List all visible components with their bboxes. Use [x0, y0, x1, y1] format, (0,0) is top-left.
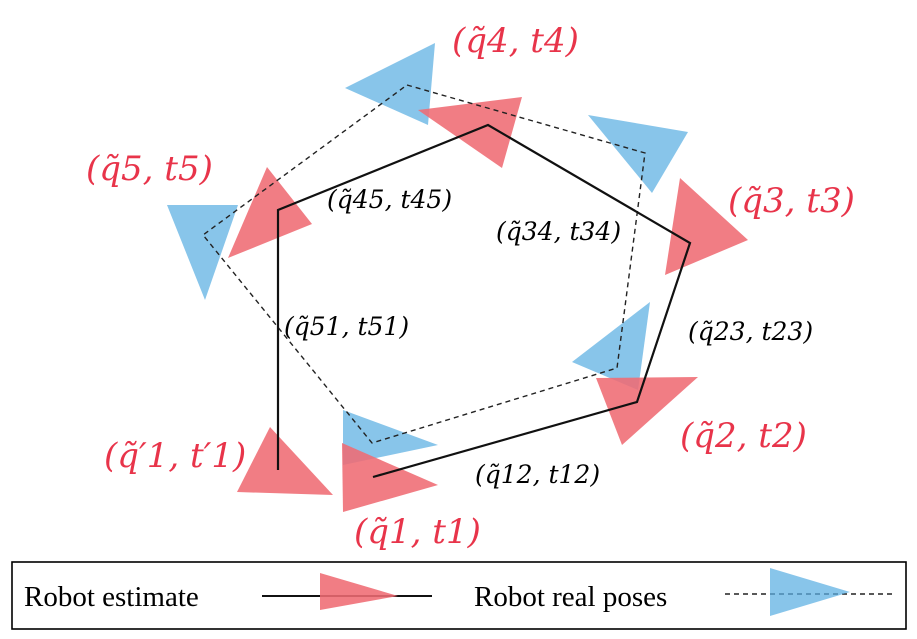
edge-label-51: (q̃51, t51) [284, 312, 409, 341]
estimated-pose-1-prime-icon [237, 427, 333, 495]
estimated-pose-1-icon [342, 443, 438, 512]
pose-label-5: (q̃5, t5) [86, 149, 213, 189]
legend-estimate-label: Robot estimate [24, 581, 199, 613]
real-pose-5-icon [167, 205, 238, 300]
estimated-pose-5-icon [228, 167, 312, 258]
edge-label-45: (q̃45, t45) [327, 185, 452, 214]
real-pose-4-icon [345, 43, 435, 125]
real-trajectory [201, 84, 646, 444]
red-triangle-icon [320, 573, 398, 610]
pose-label-4: (q̃4, t4) [452, 21, 579, 61]
edge-label-12: (q̃12, t12) [475, 460, 600, 489]
real-pose-3-icon [588, 115, 688, 193]
legend: Robot estimate Robot real poses [11, 561, 907, 630]
estimated-trajectory [276, 123, 692, 479]
edge-label-23: (q̃23, t23) [688, 317, 813, 346]
real-pose-2-icon [572, 302, 650, 390]
estimated-pose-2-icon [596, 377, 698, 445]
edge-label-34: (q̃34, t34) [496, 217, 621, 246]
estimated-pose-3-icon [665, 178, 748, 275]
pose-label-2: (q̃2, t2) [680, 416, 807, 456]
pose-label-1: (q̃1, t1) [354, 512, 481, 552]
real-pose-1-icon [343, 410, 438, 465]
legend-box [11, 561, 907, 630]
legend-real-label: Robot real poses [474, 581, 667, 613]
blue-triangle-icon [770, 568, 850, 616]
pose-label-3: (q̃3, t3) [728, 181, 855, 221]
pose-label-1-prime: (q̃′1, t′1) [104, 436, 246, 476]
